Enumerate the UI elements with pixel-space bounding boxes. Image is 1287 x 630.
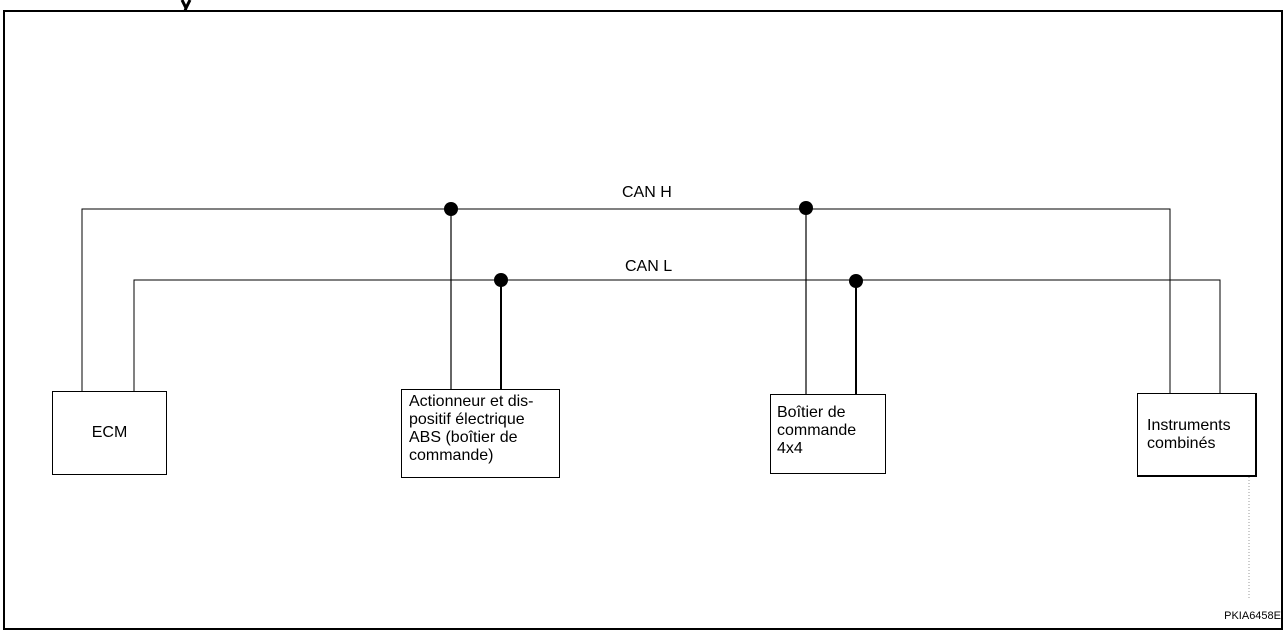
can-h-line	[81, 208, 1171, 393]
abs-unit-box: Actionneur et dis- positif électrique AB…	[401, 389, 560, 478]
transfer-control-label: Boîtier de commande 4x4	[777, 404, 857, 457]
ecm-label: ECM	[91, 424, 128, 441]
can-l-label: CAN L	[625, 258, 673, 275]
combination-meter-label: Instruments combinés	[1147, 417, 1231, 452]
junction-dot	[849, 274, 863, 288]
junction-dot	[494, 273, 508, 287]
junction-dot	[444, 202, 458, 216]
transfer-control-box: Boîtier de commande 4x4	[770, 394, 886, 474]
junction-dot	[799, 201, 813, 215]
can-h-label: CAN H	[622, 184, 672, 201]
combination-meter-box: Instruments combinés	[1137, 393, 1257, 477]
ecm-box: ECM	[52, 391, 167, 475]
clipped-header-fragment	[180, 0, 192, 12]
abs-unit-label: Actionneur et dis- positif électrique AB…	[409, 393, 534, 464]
can-l-line	[133, 279, 1221, 393]
reference-code: PKIA6458E	[1224, 610, 1281, 622]
